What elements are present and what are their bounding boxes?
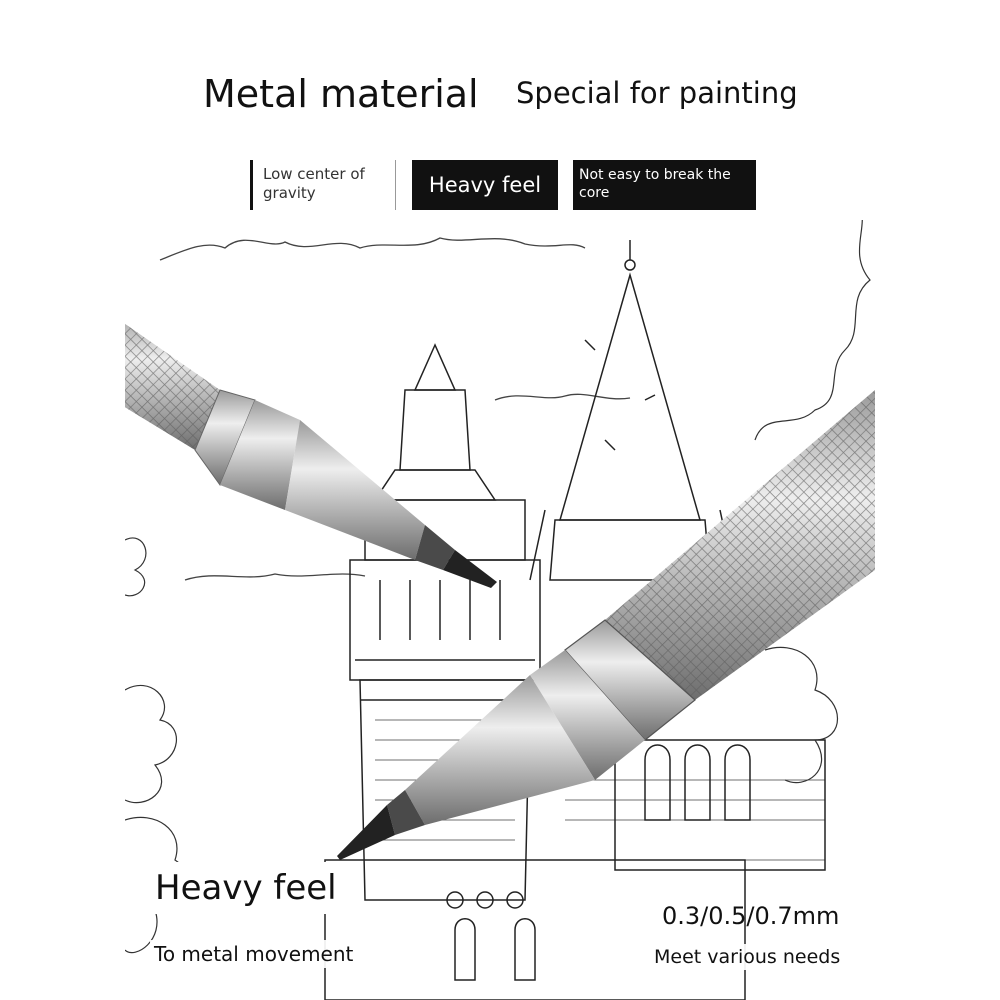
headline-special-for-painting: Special for painting (516, 76, 798, 110)
pencil-lower (337, 390, 875, 860)
castle-sketch-with-pencils (125, 220, 875, 1000)
caption-meet-various-needs: Meet various needs (650, 944, 845, 970)
feature-divider (395, 160, 396, 210)
feature-heavy-feel: Heavy feel (412, 160, 558, 210)
caption-lead-sizes: 0.3/0.5/0.7mm (662, 902, 840, 930)
feature-not-easy-to-break: Not easy to break the core (573, 160, 756, 210)
caption-heavy-feel: Heavy feel (145, 862, 347, 914)
castle-spire-sketch (529, 240, 736, 581)
caption-to-metal-movement: To metal movement (150, 940, 358, 968)
feature-low-center-of-gravity: Low center of gravity (250, 160, 390, 210)
cloud-sketch (159, 237, 631, 581)
pencil-upper (125, 323, 497, 588)
headline-metal-material: Metal material (203, 72, 479, 116)
